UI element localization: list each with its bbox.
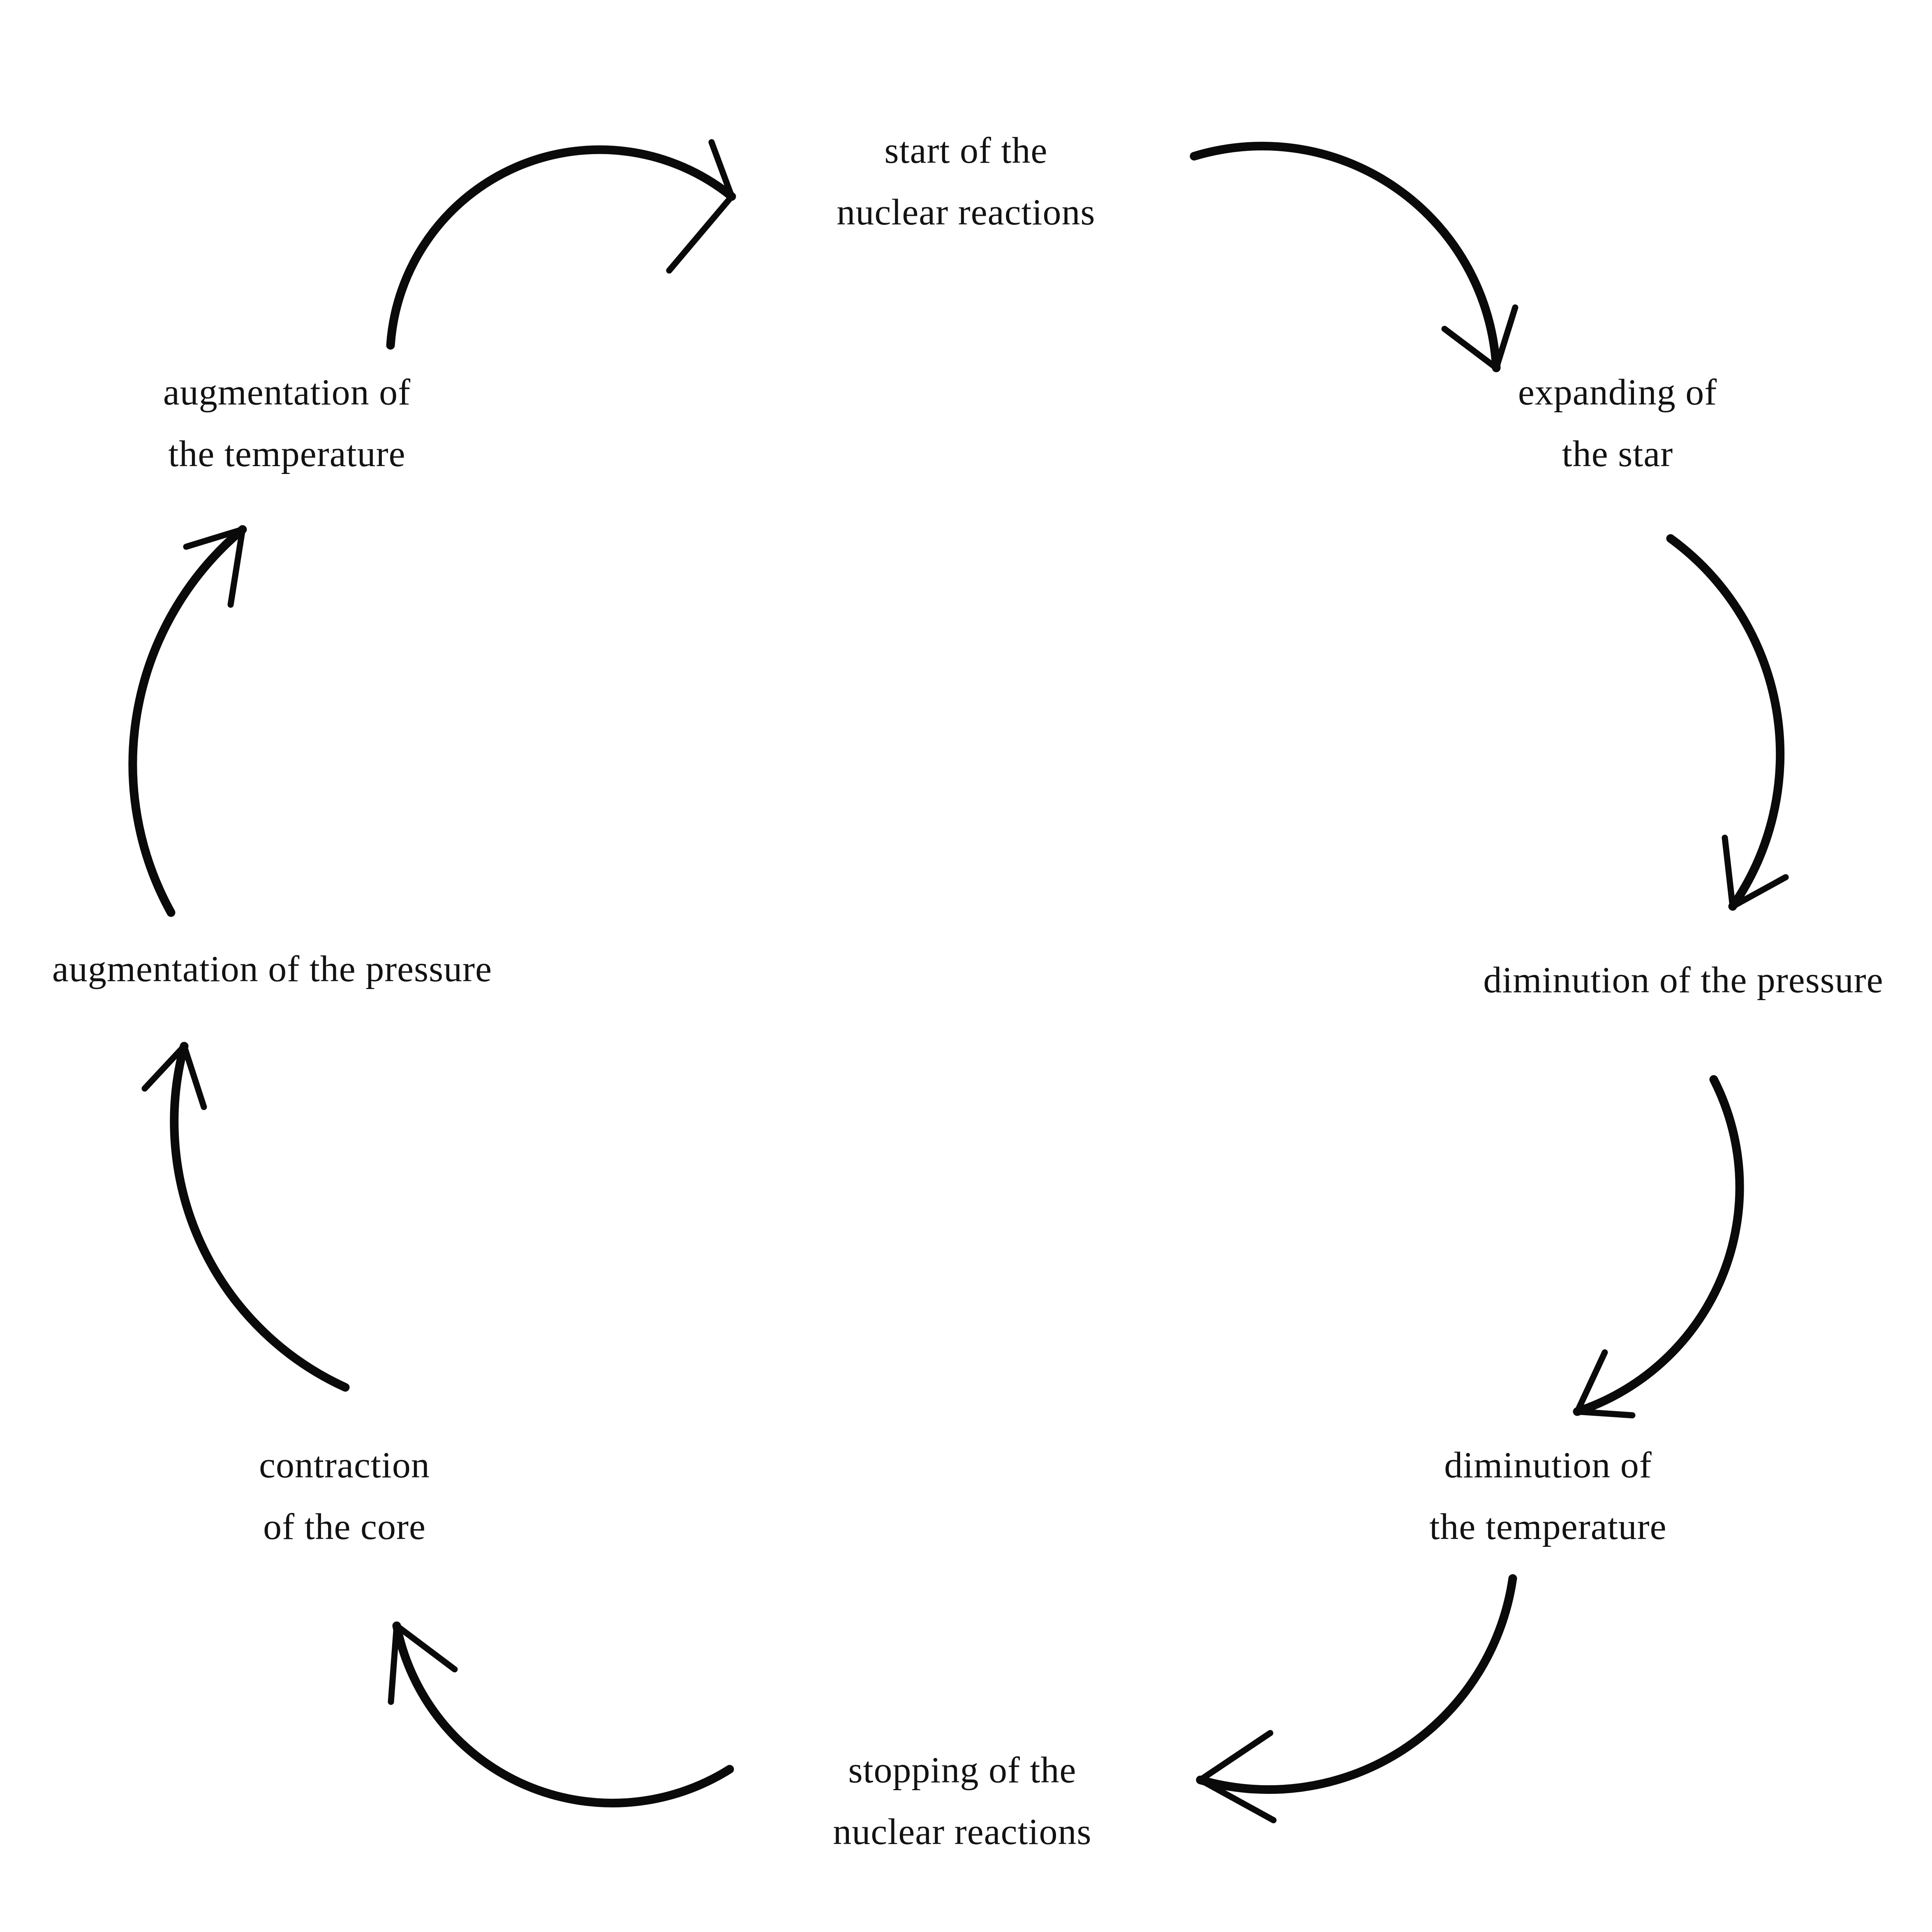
node-label-line: augmentation of xyxy=(163,372,411,413)
node-label-line: start of the xyxy=(884,130,1048,171)
node-label-line: the temperature xyxy=(1429,1507,1667,1547)
arrow-augmentation-pressure-to-augmentation-temperature xyxy=(128,525,247,917)
node-label-line: diminution of xyxy=(1444,1445,1652,1486)
arrow-start-to-expanding xyxy=(1190,141,1518,372)
node-diminution-of-the-temperature: diminution of the temperature xyxy=(1429,1435,1666,1558)
node-stopping-of-nuclear-reactions: stopping of the nuclear reactions xyxy=(833,1740,1091,1863)
node-label-line: of the core xyxy=(263,1507,426,1547)
arrow-stopping-to-contraction xyxy=(388,1621,734,1807)
arrow-diminution-pressure-to-diminution-temperature xyxy=(1573,1075,1744,1419)
node-label-line: contraction xyxy=(259,1445,430,1486)
arrow-expanding-to-diminution-pressure xyxy=(1666,534,1789,911)
node-diminution-of-the-pressure: diminution of the pressure xyxy=(1483,950,1883,1011)
node-start-of-nuclear-reactions: start of the nuclear reactions xyxy=(837,120,1095,243)
node-label-line: diminution of the pressure xyxy=(1483,960,1883,1001)
node-label-line: stopping of the xyxy=(848,1750,1077,1791)
node-label-line: nuclear reactions xyxy=(837,192,1095,233)
arrow-diminution-temperature-to-stopping xyxy=(1196,1574,1517,1823)
node-label-line: expanding of xyxy=(1518,372,1717,413)
node-label-line: augmentation of the pressure xyxy=(52,949,492,989)
node-augmentation-of-the-pressure: augmentation of the pressure xyxy=(52,938,492,1000)
node-contraction-of-the-core: contraction of the core xyxy=(259,1435,430,1558)
node-augmentation-of-the-temperature: augmentation of the temperature xyxy=(163,362,411,485)
node-label-line: nuclear reactions xyxy=(833,1812,1092,1852)
arrow-augmentation-temperature-to-start xyxy=(386,139,736,350)
node-expanding-of-the-star: expanding of the star xyxy=(1518,362,1717,485)
node-label-line: the star xyxy=(1562,434,1673,474)
arrow-contraction-to-augmentation-pressure xyxy=(141,1042,350,1392)
node-label-line: the temperature xyxy=(168,434,406,474)
